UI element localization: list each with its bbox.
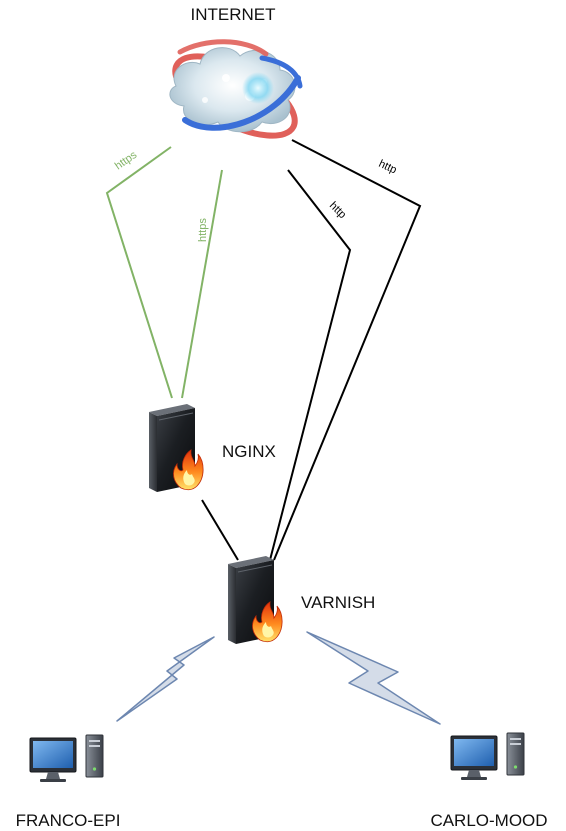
franco-epi-label: FRANCO-EPI — [16, 811, 121, 830]
nginx-server-icon — [148, 403, 204, 493]
internet-label: INTERNET — [191, 5, 276, 24]
varnish-label: VARNISH — [301, 593, 375, 612]
edge-label-https-2: https — [197, 218, 209, 242]
carlo-mood-label: CARLO-MOOD — [430, 811, 547, 830]
edge-label-http-1: http — [327, 200, 348, 221]
carlo-mood-computer-icon — [450, 732, 525, 781]
edge-nginx-varnish — [201, 499, 239, 561]
edge-lightning-varnish-franco — [116, 636, 215, 722]
edge-http-2 — [273, 139, 422, 561]
nginx-label: NGINX — [222, 442, 276, 461]
franco-epi-computer-icon — [29, 734, 104, 783]
edge-lightning-varnish-carlo — [306, 631, 441, 725]
edge-https-2 — [181, 169, 223, 399]
edge-http-1 — [269, 169, 352, 561]
varnish-server-icon — [227, 555, 283, 645]
cloud-internet-icon — [169, 39, 303, 139]
edge-label-http-2: http — [377, 158, 399, 177]
edge-https-1 — [105, 146, 173, 399]
edge-label-https-1: https — [113, 149, 140, 173]
